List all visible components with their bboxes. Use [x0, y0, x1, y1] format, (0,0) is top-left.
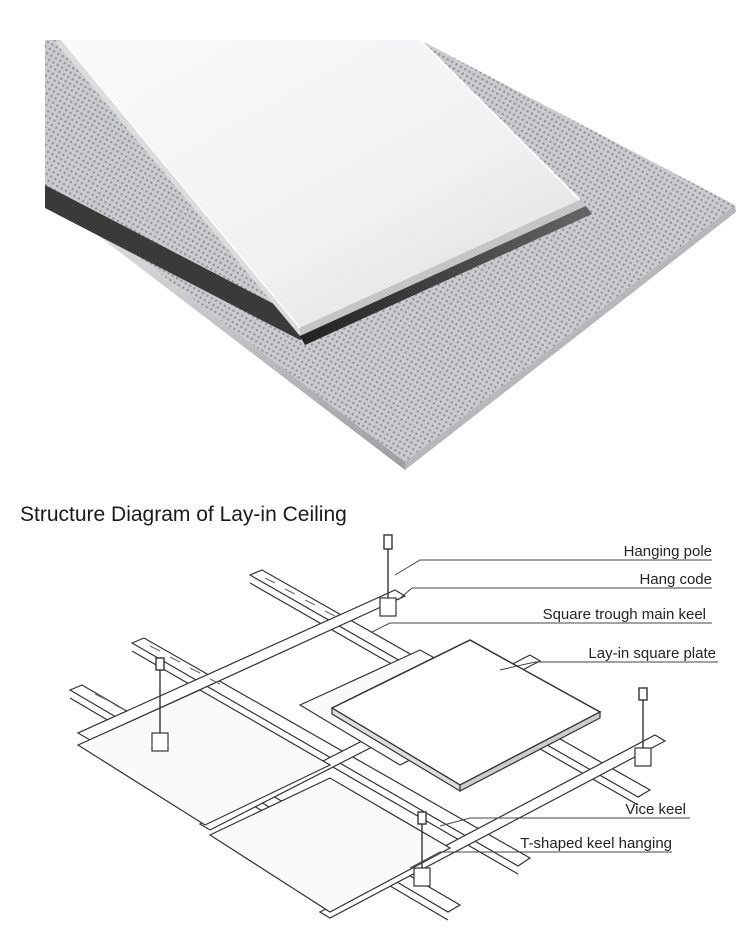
- leader-vice-keel: [439, 817, 690, 827]
- hanging-poles: [155, 534, 648, 880]
- lower-plate-front: [208, 777, 452, 913]
- label-vice-keel: Vice keel: [625, 801, 686, 818]
- label-plate: Lay-in square plate: [588, 645, 716, 662]
- label-t-keel: T-shaped keel hanging: [520, 835, 672, 852]
- structure-diagram: Hanging pole Hang code Square trough mai…: [68, 534, 718, 921]
- leader-hang-code: [397, 587, 712, 601]
- diagram-title: Structure Diagram of Lay-in Ceiling: [20, 503, 347, 526]
- hang-codes: [151, 597, 652, 887]
- leader-main-keel: [371, 622, 712, 633]
- leader-plate: [499, 661, 718, 671]
- leader-t-keel: [409, 851, 672, 869]
- label-hang-code: Hang code: [639, 571, 712, 588]
- leader-hanging-pole: [394, 559, 712, 576]
- ceiling-panel-photo: [45, 39, 736, 470]
- label-hanging-pole: Hanging pole: [624, 543, 712, 560]
- label-main-keel: Square trough main keel: [543, 606, 706, 623]
